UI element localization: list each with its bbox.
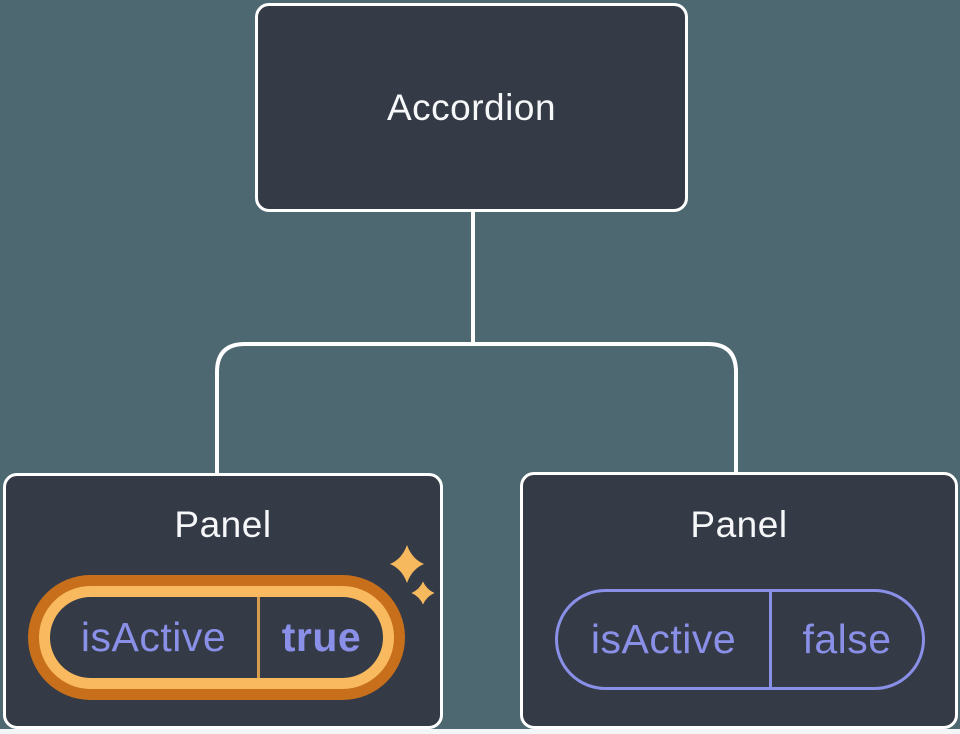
component-box-accordion: Accordion [255,3,688,212]
state-value: false [802,616,892,662]
state-pill-inactive: isActive false [555,589,925,690]
component-label-panel-inactive: Panel [690,504,788,545]
state-key: isActive [590,616,737,662]
sparkles-icon [390,545,435,605]
page-background-strip [0,729,960,734]
state-value: true [281,614,362,660]
component-label-panel-active: Panel [174,504,272,545]
component-label-accordion: Accordion [386,86,557,128]
state-pill-active: isActive true [39,586,394,689]
state-pill-divider [769,592,772,687]
state-pill-divider [257,597,260,678]
state-key: isActive [80,614,227,660]
